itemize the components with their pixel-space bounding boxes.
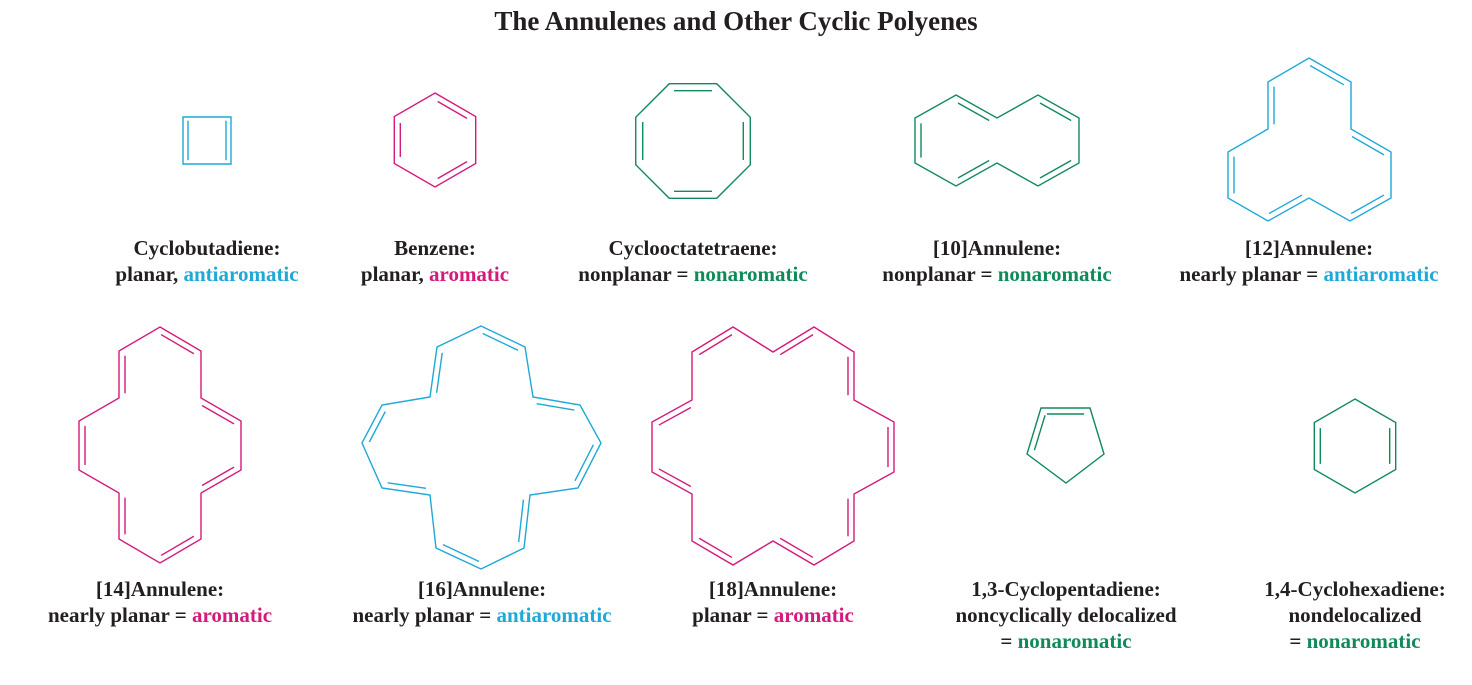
molecule-description: nearly planar = aromatic xyxy=(47,603,273,627)
caption-annulene-12: [12]Annulene: nearly planar = antiaromat… xyxy=(1179,235,1438,287)
double-bond-line xyxy=(658,406,692,426)
double-bond-line xyxy=(160,333,195,355)
double-bond-line xyxy=(957,159,990,179)
classification-label: nonaromatic xyxy=(693,262,808,286)
molecule-classification: = nonaromatic xyxy=(1289,629,1421,653)
molecule-name: Benzene: xyxy=(394,236,476,260)
classification-label: aromatic xyxy=(773,603,854,627)
double-bond-line xyxy=(1350,194,1385,215)
caption-benzene: Benzene: planar, aromatic xyxy=(361,235,509,287)
ring-bonds xyxy=(1026,407,1105,484)
annulene-16-structure xyxy=(361,325,602,570)
double-bond-line xyxy=(368,411,386,443)
molecule-name: 1,4-Cyclohexadiene: xyxy=(1264,577,1446,601)
double-bond-line xyxy=(435,352,443,393)
annulene-12-structure xyxy=(1227,57,1392,222)
caption-annulene-18: [18]Annulene: planar = aromatic xyxy=(692,576,854,628)
annulene-10-structure xyxy=(914,94,1080,187)
ring-bonds xyxy=(78,326,242,564)
double-bond-line xyxy=(957,102,990,122)
caption-cyclooctatetraene: Cyclooctatetraene: nonplanar = nonaromat… xyxy=(578,235,807,287)
molecule-name: 1,3-Cyclopentadiene: xyxy=(971,577,1161,601)
molecule-name: [16]Annulene: xyxy=(417,577,547,601)
caption-annulene-16: [16]Annulene: nearly planar = antiaromat… xyxy=(352,576,611,628)
double-bond-line xyxy=(779,537,814,559)
double-bond-line xyxy=(437,100,468,120)
double-bond-line xyxy=(779,334,814,356)
ring-bonds xyxy=(182,116,232,165)
double-bond-line xyxy=(1351,135,1385,156)
annulene-14-structure xyxy=(78,326,242,564)
double-bond-line xyxy=(536,403,575,411)
ring-bonds xyxy=(361,325,602,570)
double-bond-line xyxy=(574,444,594,482)
cyclohexadiene-structure xyxy=(1313,398,1397,494)
double-bond-line xyxy=(201,466,235,487)
molecule-description: planar, aromatic xyxy=(360,262,510,286)
caption-cyclohexadiene: 1,4-Cyclohexadiene: nondelocalized = non… xyxy=(1264,576,1445,654)
classification-label: nonaromatic xyxy=(997,262,1112,286)
double-bond-line xyxy=(1033,415,1046,451)
double-bond-line xyxy=(482,332,519,351)
molecule-description: nonplanar = nonaromatic xyxy=(578,262,808,286)
molecule-description: planar = aromatic xyxy=(692,603,854,627)
double-bond-line xyxy=(698,334,733,356)
cyclooctatetraene-structure xyxy=(635,83,751,199)
double-bond-line xyxy=(201,404,235,425)
molecule-description: noncyclically delocalized xyxy=(955,603,1177,627)
ring-bonds xyxy=(635,83,751,199)
double-bond-line xyxy=(658,468,692,488)
classification-label: antiaromatic xyxy=(1323,262,1439,286)
double-bond-line xyxy=(1039,159,1072,179)
double-bond-line xyxy=(387,482,427,490)
molecule-name: [18]Annulene: xyxy=(708,577,838,601)
classification-label: aromatic xyxy=(429,262,510,286)
double-bond-line xyxy=(442,544,480,563)
classification-label: antiaromatic xyxy=(183,262,299,286)
molecule-description: planar, antiaromatic xyxy=(115,262,299,286)
caption-cyclopentadiene: 1,3-Cyclopentadiene: noncyclically deloc… xyxy=(955,576,1176,654)
double-bond-line xyxy=(517,499,525,543)
molecule-description: nondelocalized xyxy=(1288,603,1422,627)
molecule-name: Cyclobutadiene: xyxy=(133,236,281,260)
ring-bonds xyxy=(914,94,1080,187)
double-bond-line xyxy=(698,537,733,559)
ring-bonds xyxy=(651,326,895,566)
caption-annulene-14: [14]Annulene: nearly planar = aromatic xyxy=(48,576,272,628)
classification-label: antiaromatic xyxy=(496,603,612,627)
annulene-18-structure xyxy=(651,326,895,566)
double-bond-line xyxy=(1268,194,1303,215)
classification-label: nonaromatic xyxy=(1306,629,1421,653)
classification-label: aromatic xyxy=(191,603,273,627)
cyclobutadiene-structure xyxy=(182,116,232,165)
ring-bonds xyxy=(1313,398,1397,494)
molecule-description: nearly planar = antiaromatic xyxy=(352,603,612,627)
benzene-structure xyxy=(393,92,477,188)
double-bond-line xyxy=(437,160,468,180)
molecule-name: [10]Annulene: xyxy=(932,236,1062,260)
molecule-description: nearly planar = antiaromatic xyxy=(1179,262,1439,286)
ring-bonds xyxy=(1227,57,1392,222)
double-bond-line xyxy=(1309,65,1345,86)
caption-annulene-10: [10]Annulene: nonplanar = nonaromatic xyxy=(882,235,1111,287)
cyclopentadiene-structure xyxy=(1026,407,1105,484)
double-bond-line xyxy=(160,535,195,557)
caption-cyclobutadiene: Cyclobutadiene: planar, antiaromatic xyxy=(115,235,298,287)
molecule-name: [12]Annulene: xyxy=(1244,236,1374,260)
molecule-name: [14]Annulene: xyxy=(95,577,225,601)
molecule-classification: = nonaromatic xyxy=(1000,629,1132,653)
classification-label: nonaromatic xyxy=(1017,629,1132,653)
double-bond-line xyxy=(1039,102,1072,122)
molecule-description: nonplanar = nonaromatic xyxy=(882,262,1112,286)
ring-bonds xyxy=(393,92,477,188)
page-title: The Annulenes and Other Cyclic Polyenes xyxy=(494,6,978,36)
molecule-name: Cyclooctatetraene: xyxy=(608,236,778,260)
